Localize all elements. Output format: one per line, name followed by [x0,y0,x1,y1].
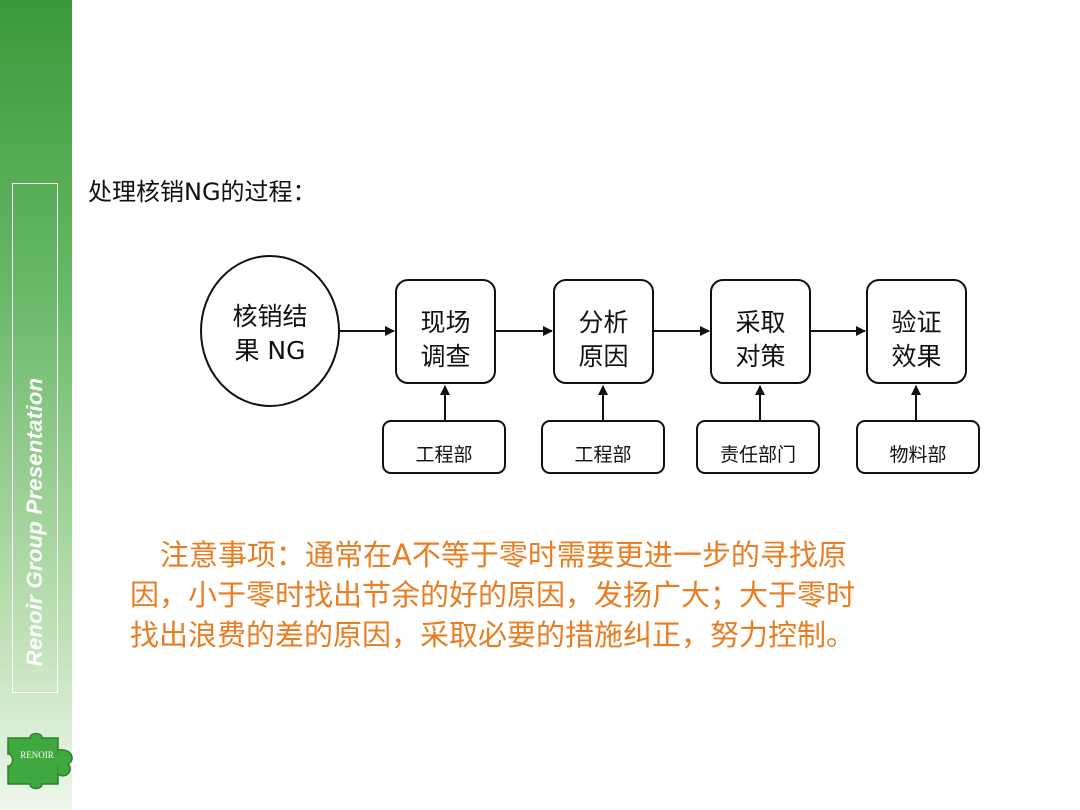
start-node-line2: 果 NG [234,336,306,365]
process-node-survey [395,279,496,384]
dept-label-action: 责任部门 [719,444,796,466]
start-node [200,255,340,407]
dept-box-verify [856,420,980,474]
dept-label-verify: 物料部 [889,444,947,466]
note-line-2: 因，小于零时找出节余的好的原因，发扬广大；大于零时 [130,578,856,612]
process-label-action: 采取 对策 [711,306,810,374]
process-label-action-line2: 对策 [735,342,786,371]
process-label-verify-line2: 效果 [891,342,942,371]
dept-label-analyze: 工程部 [574,444,632,466]
process-node-action [710,279,811,384]
process-label-survey-line2: 调查 [420,342,471,371]
dept-label-survey: 工程部 [415,444,473,466]
process-label-analyze: 分析 原因 [554,306,653,374]
start-node-line1: 核销结 [232,302,308,331]
note-line-3: 找出浪费的差的原因，采取必要的措施纠正，努力控制。 [130,618,856,652]
process-label-action-line1: 采取 [735,308,786,337]
process-label-verify: 验证 效果 [867,306,966,374]
puzzle-logo-icon [7,732,73,790]
process-node-analyze [553,279,654,384]
process-node-verify [866,279,967,384]
sidebar: Renoir Group Presentation [0,0,72,810]
logo-text: RENOIR [20,750,54,760]
process-label-survey-line1: 现场 [420,308,471,337]
page-title: 处理核销NG的过程： [88,178,317,206]
process-label-analyze-line2: 原因 [578,342,629,371]
note-line-1: 注意事项：通常在A不等于零时需要更进一步的寻找原 [160,538,847,572]
process-label-survey: 现场 调查 [396,306,495,374]
sidebar-frame [12,183,58,693]
dept-box-action [696,420,820,474]
note-text: 注意事项：通常在A不等于零时需要更进一步的寻找原 因，小于零时找出节余的好的原因… [130,535,1030,655]
process-label-verify-line1: 验证 [891,308,942,337]
process-label-analyze-line1: 分析 [578,308,629,337]
dept-box-analyze [541,420,665,474]
dept-box-survey [382,420,506,474]
start-node-label: 核销结 果 NG [201,300,339,368]
